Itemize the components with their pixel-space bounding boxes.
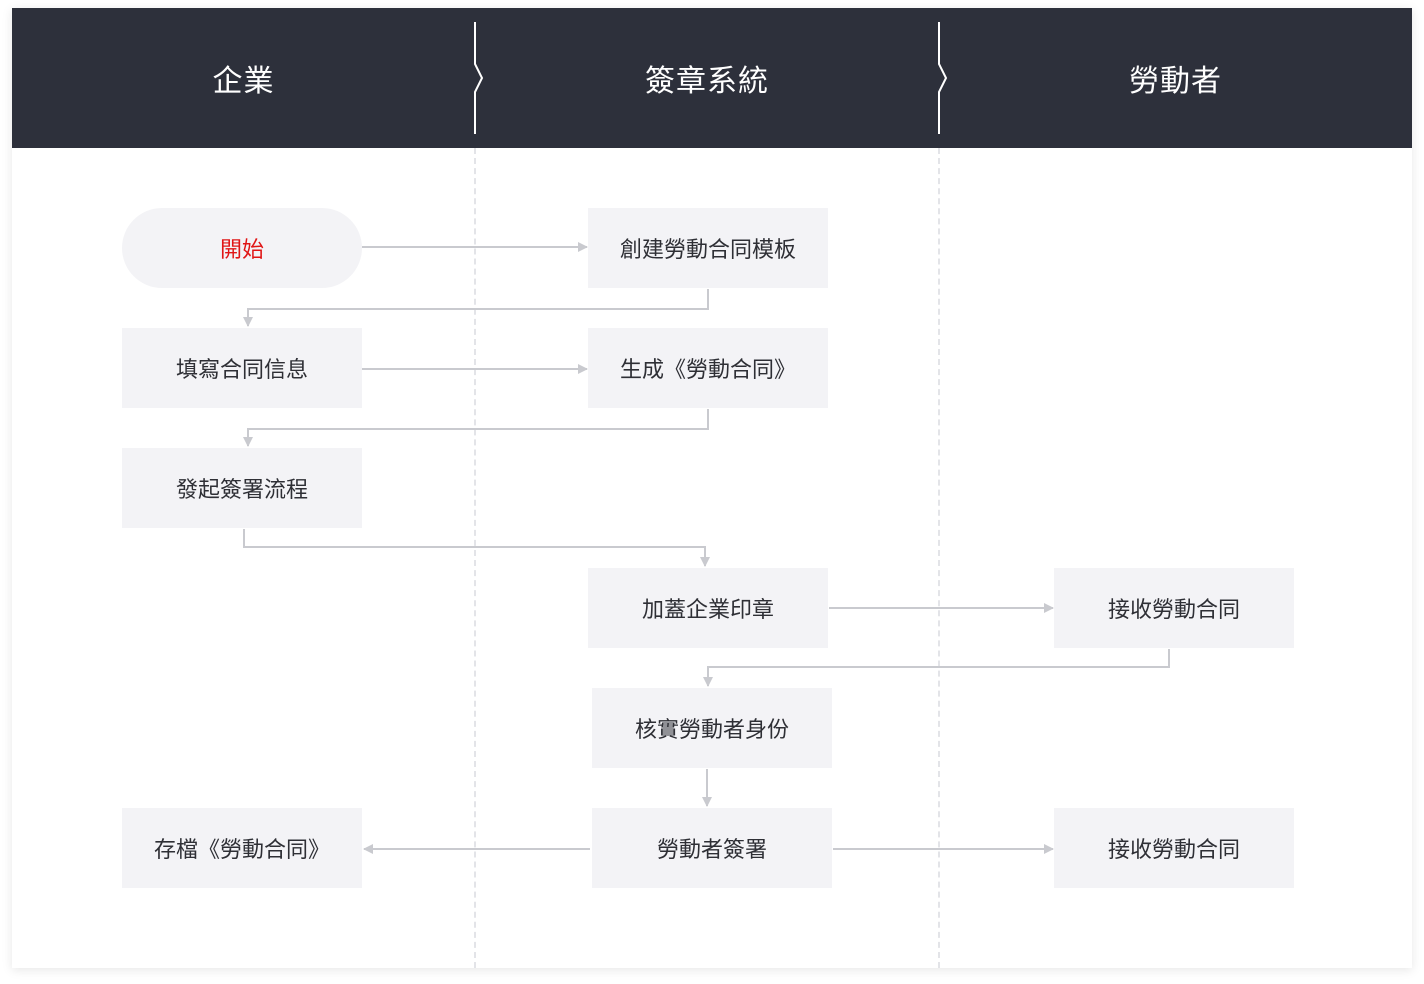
node-company-seal: 加蓋企業印章 bbox=[588, 568, 828, 648]
lane-separator-chevron bbox=[474, 22, 484, 134]
node-initiate-signing: 發起簽署流程 bbox=[122, 448, 362, 528]
swimlane-header: 企業 簽章系統 勞動者 bbox=[12, 8, 1412, 148]
node-receive-contract: 接收勞動合同 bbox=[1054, 808, 1294, 888]
node-fill-info: 填寫合同信息 bbox=[122, 328, 362, 408]
arrow-generate-to-initiate bbox=[243, 409, 709, 447]
node-archive-contract: 存檔《勞動合同》 bbox=[122, 808, 362, 888]
lane-header-worker: 勞動者 bbox=[1129, 64, 1222, 99]
node-receive-contract: 接收勞動合同 bbox=[1054, 568, 1294, 648]
arrow-initiate-to-seal bbox=[243, 529, 710, 567]
node-start: 開始 bbox=[122, 208, 362, 288]
lane-divider bbox=[474, 148, 476, 968]
node-worker-sign: 勞動者簽署 bbox=[592, 808, 832, 888]
lane-divider bbox=[938, 148, 940, 968]
node-generate-contract: 生成《勞動合同》 bbox=[588, 328, 828, 408]
node-verify-identity: 核實勞動者身份 bbox=[592, 688, 832, 768]
lane-header-signing-system: 簽章系統 bbox=[645, 64, 769, 99]
node-create-template: 創建勞動合同模板 bbox=[588, 208, 828, 288]
lane-separator-chevron bbox=[938, 22, 948, 134]
arrow-create-template-to-fill-info bbox=[243, 289, 709, 327]
lane-header-company: 企業 bbox=[212, 64, 275, 99]
arrow-receive-to-verify bbox=[703, 649, 1170, 687]
